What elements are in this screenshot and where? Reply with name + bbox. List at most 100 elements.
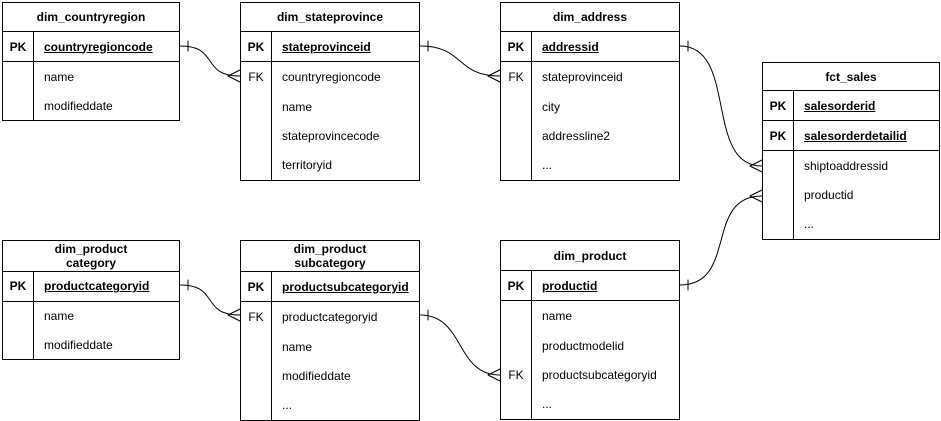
attribute-row[interactable]: name — [3, 62, 179, 91]
key-label — [501, 91, 532, 122]
attribute-row[interactable]: stateprovincecode — [241, 121, 419, 151]
attribute-row[interactable]: name — [3, 301, 179, 331]
attribute-row[interactable]: productid — [763, 180, 939, 210]
attribute-name: name — [44, 309, 75, 323]
attribute-name-cell: countryregioncode — [272, 62, 419, 91]
attribute-row[interactable]: productmodelid — [501, 330, 679, 361]
attribute-name-cell: salesorderid — [794, 91, 939, 120]
attribute-row[interactable]: territoryid — [241, 150, 419, 181]
attribute-name-cell: stateprovinceid — [272, 32, 419, 61]
entity-title: dim_product — [501, 241, 679, 271]
attribute-name: productcategoryid — [282, 310, 378, 325]
key-label — [501, 150, 532, 181]
attribute-row[interactable]: ... — [763, 209, 939, 240]
entity-title-line: dim_product — [54, 242, 128, 256]
attribute-name-cell: ... — [794, 210, 939, 239]
relationship-dim_stateprovince-dim_address[interactable] — [419, 40, 501, 83]
attribute-row[interactable]: ... — [501, 150, 679, 181]
attribute-name: ... — [542, 397, 553, 412]
relationship-line[interactable] — [179, 45, 241, 77]
attribute-row[interactable]: city — [501, 91, 679, 122]
relationship-dim_countryregion-dim_stateprovince[interactable] — [179, 40, 241, 83]
entity-title: fct_sales — [763, 63, 939, 91]
relationship-dim_product_subcategory-dim_product[interactable] — [419, 309, 501, 382]
attribute-name: ... — [282, 398, 293, 413]
attribute-name: modifieddate — [44, 98, 113, 113]
key-label — [3, 91, 34, 120]
attribute-row[interactable]: ... — [241, 390, 419, 421]
attribute-name: name — [44, 69, 75, 84]
key-label — [763, 180, 794, 210]
attribute-row[interactable]: name — [241, 331, 419, 362]
relationship-dim_address-fct_sales[interactable] — [679, 40, 763, 173]
attribute-row[interactable]: modifieddate — [3, 91, 179, 120]
relationship-dim_product-fct_sales[interactable] — [679, 189, 763, 291]
key-label — [501, 121, 532, 151]
attribute-row[interactable]: ... — [501, 389, 679, 420]
cardinality-many-crowfoot — [227, 69, 241, 83]
attribute-name: productsubcategoryid — [282, 279, 409, 294]
attribute-name-cell: salesorderdetailid — [794, 121, 939, 150]
relationship-line[interactable] — [679, 45, 763, 167]
key-label: PK — [3, 32, 34, 61]
relationship-line[interactable] — [419, 45, 501, 77]
attribute-name-cell: countryregioncode — [34, 32, 179, 61]
attribute-row[interactable]: PK countryregioncode — [3, 32, 179, 62]
attribute-name: productmodelid — [542, 338, 625, 353]
key-label: PK — [501, 32, 532, 62]
relationship-line[interactable] — [419, 314, 501, 376]
attribute-row[interactable]: name — [241, 91, 419, 122]
attribute-row[interactable]: PK productcategoryid — [3, 272, 179, 302]
attribute-name: productcategoryid — [44, 279, 150, 294]
attribute-name-cell: territoryid — [272, 151, 419, 180]
attribute-name-cell: modifieddate — [34, 330, 179, 359]
attribute-row[interactable]: addressline2 — [501, 121, 679, 151]
key-label: FK — [501, 360, 532, 390]
entity-title: dim_countryregion — [3, 3, 179, 32]
attribute-name-cell: stateprovinceid — [532, 62, 679, 91]
attribute-name-cell: addressline2 — [532, 121, 679, 150]
entity-title-line: dim_product — [293, 242, 367, 256]
cardinality-many-crowfoot — [227, 308, 241, 322]
key-label — [501, 389, 532, 420]
key-label: PK — [3, 272, 34, 301]
relationship-dim_product_category-dim_product_subcategory[interactable] — [179, 279, 241, 322]
attribute-row[interactable]: modifieddate — [241, 361, 419, 391]
attribute-name-cell: shiptoaddressid — [794, 151, 939, 180]
relationship-line[interactable] — [179, 284, 241, 316]
relationship-line[interactable] — [679, 195, 763, 286]
attribute-row[interactable]: modifieddate — [3, 330, 179, 360]
attribute-name: ... — [542, 158, 553, 173]
key-label — [3, 62, 34, 91]
entity-title-line: dim_stateprovince — [276, 10, 384, 24]
attribute-name: countryregioncode — [282, 70, 381, 85]
attribute-row[interactable]: name — [501, 301, 679, 331]
attribute-name: countryregioncode — [44, 39, 153, 54]
attribute-row[interactable]: shiptoaddressid — [763, 151, 939, 181]
key-label: PK — [241, 32, 272, 62]
attribute-name: modifieddate — [282, 368, 351, 383]
